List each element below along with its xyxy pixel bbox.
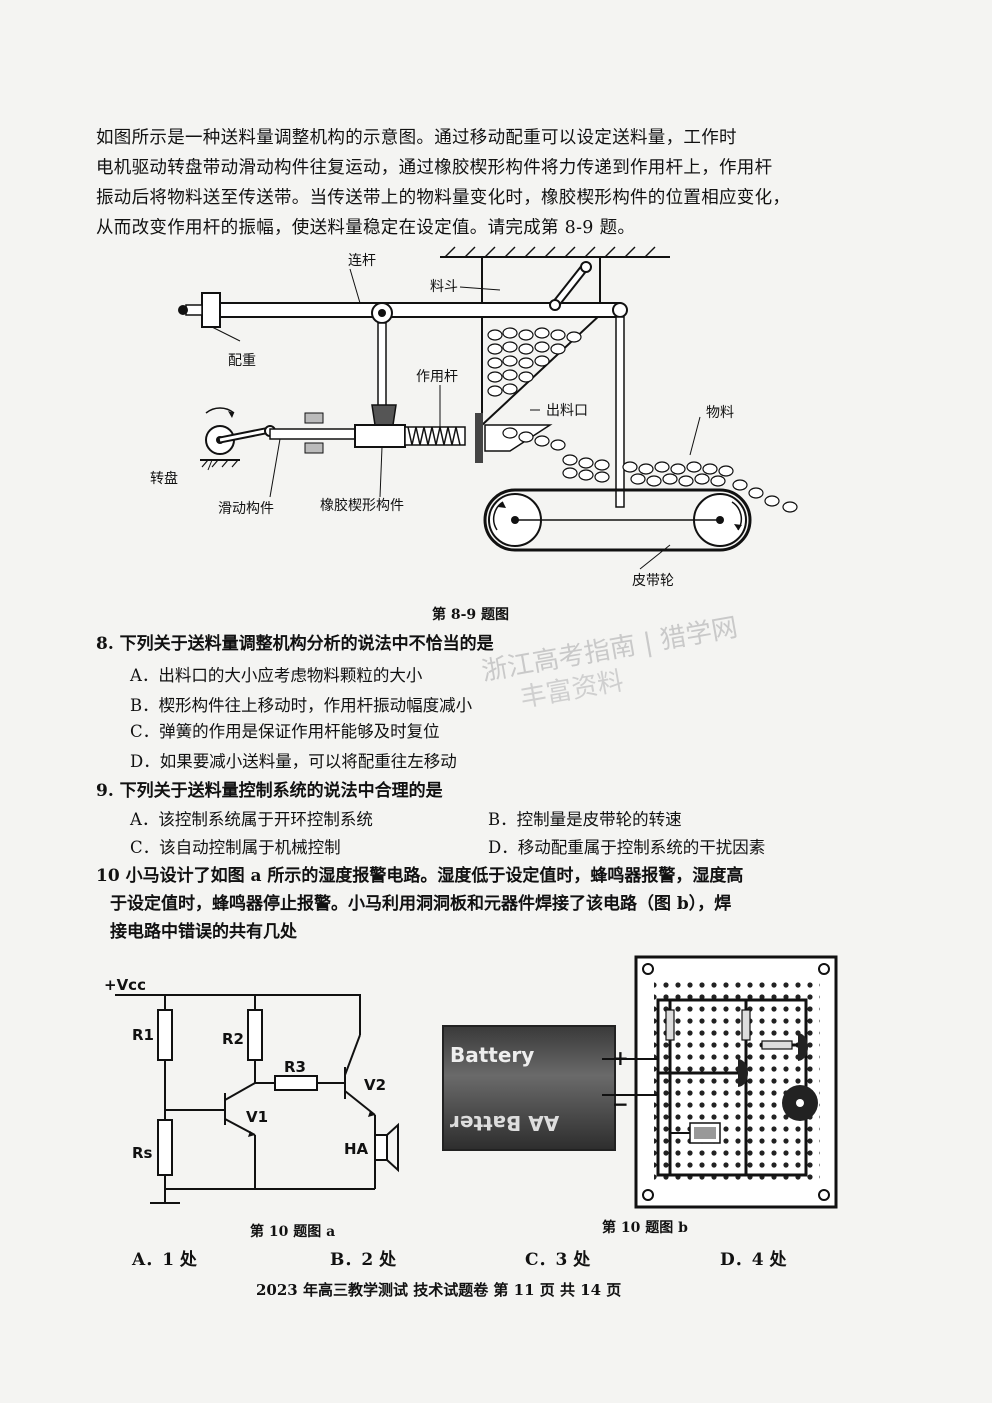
battery-top-label: Battery xyxy=(450,1043,535,1067)
label-rod: 作用杆 xyxy=(416,369,458,385)
label-hopper: 料斗 xyxy=(430,279,458,295)
label-pulley: 皮带轮 xyxy=(632,573,674,589)
q8-option-b: B．楔形构件往上移动时，作用杆振动幅度减小 xyxy=(130,696,473,715)
q10-option-a: A．1 处 xyxy=(132,1250,197,1270)
intro-line-3: 振动后将物料送至传送带。当传送带上的物料量变化时，橡胶楔形构件的位置相应变化， xyxy=(96,188,791,208)
label-material: 物料 xyxy=(706,405,734,421)
label-r2: R2 xyxy=(222,1030,244,1048)
q10-option-c: C．3 处 xyxy=(525,1250,591,1270)
battery-bottom-label: AA Batter xyxy=(450,1111,560,1135)
q9-option-a: A．该控制系统属于开环控制系统 xyxy=(130,810,373,829)
label-counterweight: 配重 xyxy=(228,353,256,369)
caption-b: 第 10 题图 b xyxy=(602,1220,688,1236)
label-r1: R1 xyxy=(132,1026,154,1044)
q9-option-c: C．该自动控制属于机械控制 xyxy=(130,838,341,857)
q10-option-b: B．2 处 xyxy=(330,1250,397,1270)
label-slider: 滑动构件 xyxy=(218,501,274,517)
q9-option-b: B．控制量是皮带轮的转速 xyxy=(488,810,682,829)
q10-line-3: 接电路中错误的共有几处 xyxy=(110,922,297,942)
label-rs: Rs xyxy=(132,1144,153,1162)
q8-option-d: D．如果要减小送料量，可以将配重往左移动 xyxy=(130,752,457,771)
q10-line-1: 10 小马设计了如图 a 所示的湿度报警电路。湿度低于设定值时，蜂鸣器报警，湿度… xyxy=(96,866,744,886)
label-v1: V1 xyxy=(246,1108,269,1126)
label-link: 连杆 xyxy=(348,253,376,269)
q10-line-2: 于设定值时，蜂鸣器停止报警。小马利用洞洞板和元器件焊接了该电路（图 b），焊 xyxy=(110,894,732,914)
caption-a: 第 10 题图 a xyxy=(250,1224,336,1240)
battery-minus: − xyxy=(612,1092,629,1116)
label-outlet: 出料口 xyxy=(546,403,588,419)
label-r3: R3 xyxy=(284,1058,306,1076)
fig89-caption: 第 8-9 题图 xyxy=(432,607,510,623)
q9-option-d: D．移动配重属于控制系统的干扰因素 xyxy=(488,838,766,857)
q8-option-a: A．出料口的大小应考虑物料颗粒的大小 xyxy=(130,666,423,685)
label-disk: 转盘 xyxy=(150,471,178,487)
q10-option-d: D．4 处 xyxy=(720,1250,787,1270)
intro-line-4: 从而改变作用杆的振幅，使送料量稳定在设定值。请完成第 8-9 题。 xyxy=(96,218,636,238)
q8-option-c: C．弹簧的作用是保证作用杆能够及时复位 xyxy=(130,722,440,741)
battery-pack: Battery AA Batter xyxy=(442,1025,616,1151)
intro-line-1: 如图所示是一种送料量调整机构的示意图。通过移动配重可以设定送料量，工作时 xyxy=(96,128,737,148)
feed-mechanism-diagram xyxy=(178,246,798,570)
q8-stem: 8. 下列关于送料量调整机构分析的说法中不恰当的是 xyxy=(96,634,494,654)
page-footer: 2023 年高三教学测试 技术试题卷 第 11 页 共 14 页 xyxy=(256,1281,622,1299)
label-vcc: +Vcc xyxy=(104,976,146,994)
humidity-alarm-circuit xyxy=(115,994,399,1204)
intro-line-2: 电机驱动转盘带动滑动构件往复运动，通过橡胶楔形构件将力传递到作用杆上，作用杆 xyxy=(96,158,773,178)
q9-stem: 9. 下列关于送料量控制系统的说法中合理的是 xyxy=(96,781,443,801)
label-v2: V2 xyxy=(364,1076,387,1094)
label-ha: HA xyxy=(344,1140,369,1158)
perfboard xyxy=(602,955,838,1209)
label-wedge: 橡胶楔形构件 xyxy=(320,498,404,514)
